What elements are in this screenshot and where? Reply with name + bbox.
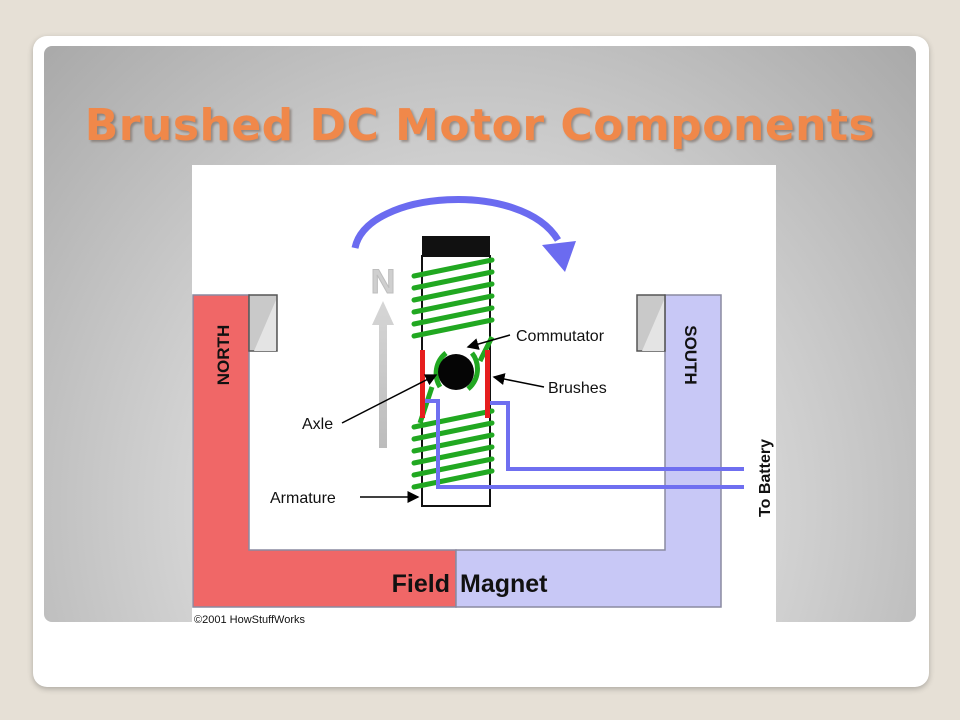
upper-winding (411, 257, 495, 339)
field-direction-arrow (372, 301, 394, 448)
slide-title: Brushed DC Motor Components (84, 100, 876, 151)
magnet-label: Magnet (460, 570, 548, 598)
armature-label: Armature (270, 490, 336, 507)
rotation-arrowhead (542, 241, 576, 272)
axle-label: Axle (302, 416, 333, 433)
commutator-label: Commutator (516, 328, 605, 345)
south-label: SOUTH (681, 325, 700, 385)
battery-wire-bottom (425, 399, 744, 489)
commutator-pointer (466, 334, 511, 350)
south-pole (455, 294, 722, 608)
copyright-label: ©2001 HowStuffWorks (194, 614, 306, 626)
commutator-segment-right (466, 351, 480, 391)
north-pole-shoe-highlight (254, 300, 276, 351)
brushes-pointer (492, 373, 545, 388)
to-battery-label: To Battery (757, 439, 774, 517)
motor-diagram-svg: NORTH SOUTH Field Magnet N (192, 196, 774, 626)
brushes-label: Brushes (548, 380, 607, 397)
south-pole-shoe-highlight (642, 300, 664, 351)
field-label: Field (392, 570, 450, 598)
n-letter: N (371, 263, 396, 301)
axle-pointer (341, 374, 438, 424)
rotation-arrow (351, 196, 561, 250)
motor-diagram: NORTH SOUTH Field Magnet N (192, 165, 776, 629)
brush-right (485, 350, 490, 418)
armature-cap (422, 236, 490, 256)
battery-wire-top (490, 401, 744, 471)
brush-left (420, 350, 425, 418)
axle (438, 354, 474, 390)
lower-winding (411, 408, 495, 490)
commutator-segment-left (433, 351, 448, 389)
north-label: NORTH (214, 325, 233, 385)
